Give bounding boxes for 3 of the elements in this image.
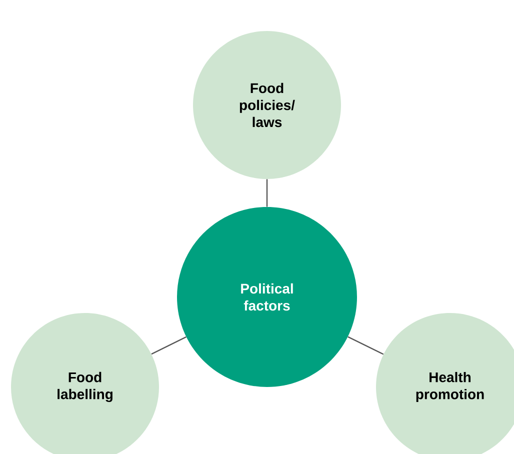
connector-line bbox=[348, 336, 384, 355]
connector-line bbox=[151, 336, 186, 355]
connector-line bbox=[266, 179, 268, 207]
